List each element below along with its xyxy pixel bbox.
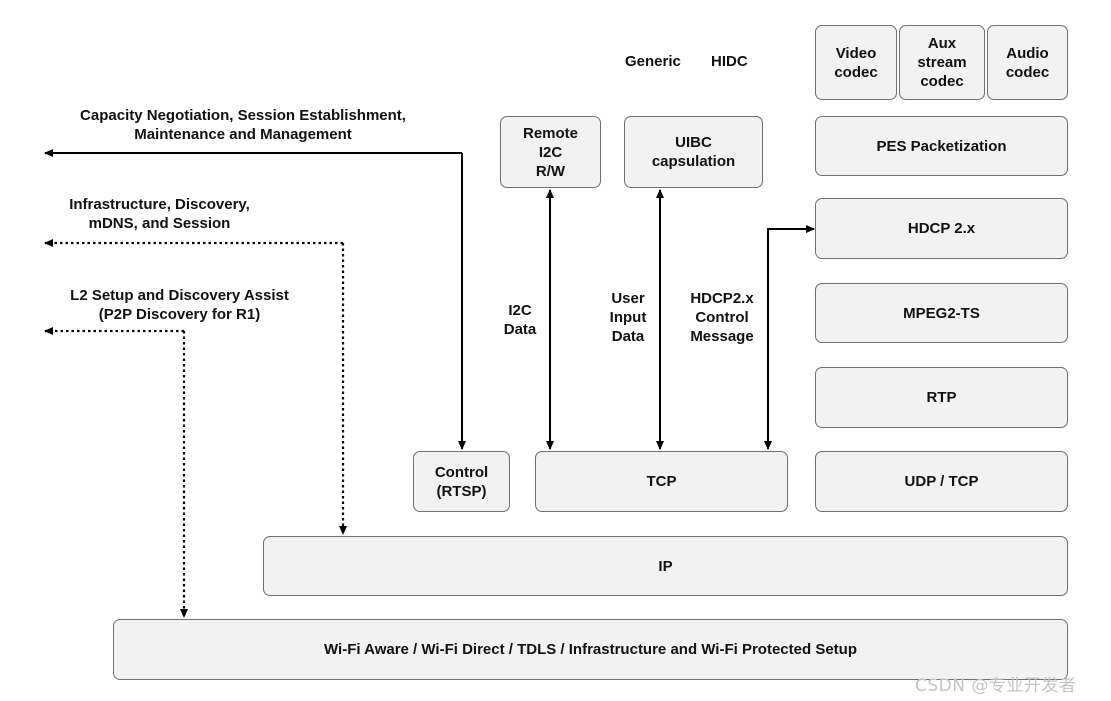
user-input-data-label: User Input Data — [609, 290, 647, 345]
rtp-box: RTP — [815, 367, 1068, 428]
hdcp-control-arrow — [764, 225, 815, 450]
audio-codec-box: Audio codec — [987, 25, 1068, 100]
watermark: CSDN @专业开发者 — [915, 676, 1077, 696]
l2-setup-label: L2 Setup and Discovery Assist (P2P Disco… — [70, 287, 289, 323]
ip-box: IP — [263, 536, 1068, 596]
wifi-box: Wi-Fi Aware / Wi-Fi Direct / TDLS / Infr… — [113, 619, 1068, 680]
remote-i2c-box: Remote I2C R/W — [500, 116, 601, 188]
hdcp-box: HDCP 2.x — [815, 198, 1068, 259]
aux-stream-codec-box: Aux stream codec — [899, 25, 985, 100]
uibc-capsulation-box: UIBC capsulation — [624, 116, 763, 188]
udp-tcp-box: UDP / TCP — [815, 451, 1068, 512]
pes-packetization-box: PES Packetization — [815, 116, 1068, 176]
mpeg2-ts-box: MPEG2-TS — [815, 283, 1068, 343]
video-codec-box: Video codec — [815, 25, 897, 100]
control-rtsp-box: Control (RTSP) — [413, 451, 510, 512]
tcp-box: TCP — [535, 451, 788, 512]
infrastructure-discovery-label: Infrastructure, Discovery, mDNS, and Ses… — [69, 196, 250, 232]
hidc-label: HIDC — [711, 53, 748, 70]
capacity-negotiation-label: Capacity Negotiation, Session Establishm… — [80, 107, 406, 143]
hdcp-control-message-label: HDCP2.x Control Message — [690, 290, 754, 345]
i2c-data-label: I2C Data — [503, 302, 537, 338]
generic-label: Generic — [625, 53, 681, 70]
